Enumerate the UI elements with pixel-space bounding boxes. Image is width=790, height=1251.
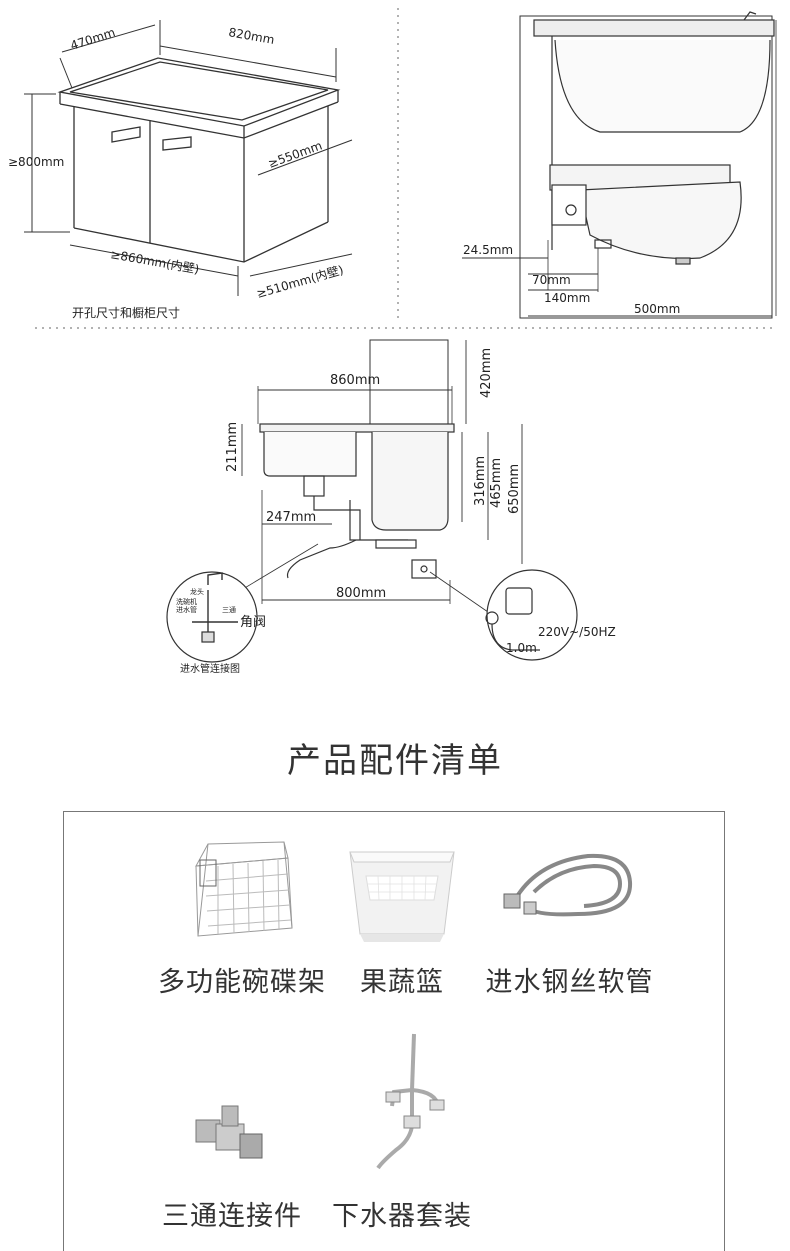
dim-depth-470: 470mm bbox=[69, 25, 117, 53]
item-label-drain-kit: 下水器套装 bbox=[332, 1201, 472, 1232]
inset-tee-label: 三通 bbox=[222, 605, 236, 614]
dim-247: 247mm bbox=[266, 510, 316, 525]
tee-connector-icon bbox=[195, 1105, 263, 1159]
dim-width-820: 820mm bbox=[227, 25, 275, 47]
drain-kit-icon bbox=[376, 1033, 445, 1170]
item-label-steel-hose: 进水钢丝软管 bbox=[485, 967, 654, 998]
fruit-basket-icon bbox=[349, 851, 455, 942]
inset-angle-valve-label: 角阀 bbox=[240, 615, 266, 630]
dish-rack-icon bbox=[195, 841, 293, 937]
item-label-dish-rack: 多功能碗碟架 bbox=[158, 967, 326, 998]
section-title: 产品配件清单 bbox=[287, 741, 503, 781]
inset-cable-label: 1.0m bbox=[506, 641, 537, 655]
dim-316: 316mm bbox=[473, 456, 488, 506]
dim-500: 500mm bbox=[634, 302, 680, 316]
item-label-tee-connector: 三通连接件 bbox=[162, 1201, 302, 1232]
side-view-drawing bbox=[462, 11, 777, 319]
cabinet-drawing bbox=[57, 57, 341, 263]
inset-faucet-label: 龙头 bbox=[190, 587, 204, 596]
inset-dishwasher-label-2: 进水管 bbox=[176, 605, 197, 614]
dim-211: 211mm bbox=[225, 422, 240, 472]
dim-140: 140mm bbox=[544, 291, 590, 305]
front-section-drawing bbox=[166, 339, 578, 663]
dim-420: 420mm bbox=[479, 348, 494, 398]
dim-side-depth-550: ≥550mm bbox=[266, 138, 324, 170]
inset-voltage-label: 220V~/50HZ bbox=[538, 625, 616, 639]
dim-inner-depth-510: ≥510mm(内壁) bbox=[255, 262, 345, 301]
dim-650: 650mm bbox=[507, 464, 522, 514]
steel-hose-icon bbox=[503, 853, 633, 917]
accessory-list: 多功能碗碟架 果蔬篮 进水钢丝软管 三通连接件 bbox=[63, 811, 725, 1251]
dim-height-800: ≥800mm bbox=[8, 155, 64, 169]
dim-70: 70mm bbox=[532, 273, 571, 287]
dim-800: 800mm bbox=[336, 586, 386, 601]
cabinet-caption: 开孔尺寸和橱柜尺寸 bbox=[72, 306, 180, 320]
installation-drawing: 820mm 470mm ≥800mm ≥860mm(内壁) ≥510mm(内壁)… bbox=[8, 8, 777, 675]
item-label-fruit-basket: 果蔬篮 bbox=[360, 967, 444, 998]
dim-465: 465mm bbox=[489, 458, 504, 508]
dim-24-5: 24.5mm bbox=[463, 243, 513, 257]
inset-dishwasher-label-1: 洗碗机 bbox=[176, 597, 197, 606]
inset-caption: 进水管连接图 bbox=[180, 662, 240, 675]
dim-860: 860mm bbox=[330, 373, 380, 388]
